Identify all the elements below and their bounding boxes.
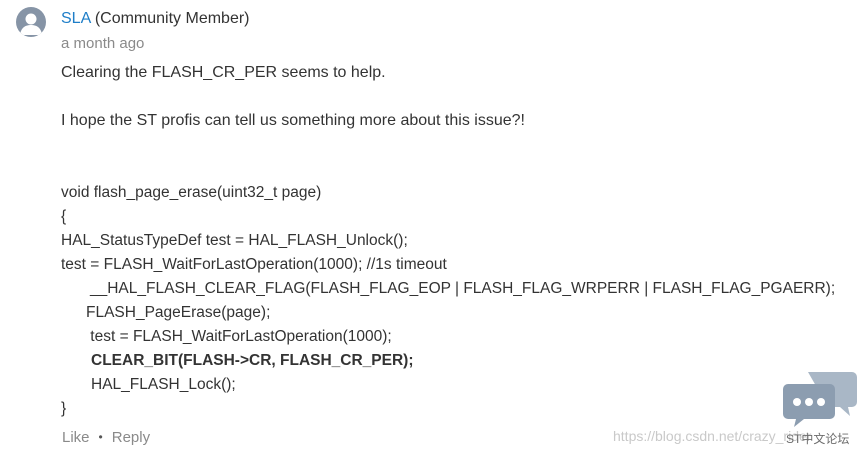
- code-line: test = FLASH_WaitForLastOperation(1000);: [86, 328, 392, 345]
- code-line-bold: CLEAR_BIT(FLASH->CR, FLASH_CR_PER);: [91, 352, 414, 369]
- like-button[interactable]: Like: [62, 429, 90, 446]
- post-paragraph: I hope the ST profis can tell us somethi…: [61, 112, 525, 129]
- code-line: HAL_FLASH_Lock();: [91, 376, 236, 393]
- post-timestamp: a month ago: [61, 35, 145, 52]
- code-line: __HAL_FLASH_CLEAR_FLAG(FLASH_FLAG_EOP | …: [90, 280, 836, 297]
- code-line: FLASH_PageErase(page);: [86, 304, 271, 321]
- reply-button[interactable]: Reply: [111, 429, 151, 446]
- code-line: {: [61, 208, 67, 225]
- user-avatar-icon[interactable]: [16, 7, 46, 37]
- author-name-link[interactable]: SLA: [61, 10, 91, 27]
- action-separator: •: [98, 430, 103, 444]
- code-line: }: [61, 400, 67, 417]
- forum-label: ST中文论坛: [786, 432, 850, 446]
- code-line: HAL_StatusTypeDef test = HAL_FLASH_Unloc…: [61, 232, 408, 249]
- code-line: test = FLASH_WaitForLastOperation(1000);…: [61, 256, 447, 273]
- post-paragraph: Clearing the FLASH_CR_PER seems to help.: [61, 64, 386, 81]
- author-line: SLA (Community Member): [61, 9, 250, 29]
- watermark-url: https://blog.csdn.net/crazy_rider: [613, 428, 812, 444]
- code-line: void flash_page_erase(uint32_t page): [61, 184, 322, 201]
- chat-bubbles-icon: [783, 372, 857, 427]
- post-actions: Like • Reply: [62, 429, 150, 446]
- author-role: (Community Member): [94, 10, 250, 27]
